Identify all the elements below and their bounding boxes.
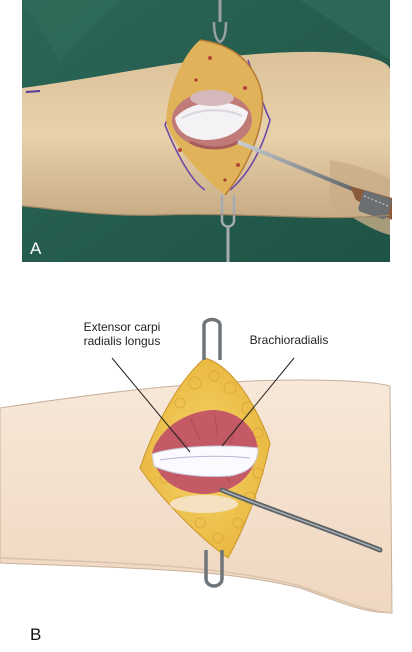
callout-extensor-line1: Extensor carpi (83, 320, 161, 334)
surgical-illustration-b (0, 296, 393, 652)
tendon-illustration (151, 445, 259, 477)
elevator-instrument (237, 140, 392, 220)
illustration-panel-b: Extensor carpi radialis longus Brachiora… (0, 268, 412, 652)
callout-line-brachioradialis (221, 357, 295, 447)
retractor-top (212, 0, 228, 44)
retractor-bottom (220, 195, 236, 262)
surgical-photo-a (21, 0, 392, 262)
callout-extensor-carpi-radialis-longus: Extensor carpi radialis longus (57, 320, 187, 348)
panel-label-b: B (30, 625, 42, 644)
callout-brachioradialis: Brachioradialis (249, 333, 329, 347)
panel-label-a: A (30, 239, 42, 258)
retractor-top-illustration (202, 296, 222, 360)
photo-panel-a: A (0, 0, 412, 262)
elevator-instrument-illustration (219, 487, 383, 553)
retractor-bottom-illustration (204, 550, 224, 652)
callout-line-extensor (111, 357, 191, 453)
callout-extensor-line2: radialis longus (83, 334, 161, 348)
